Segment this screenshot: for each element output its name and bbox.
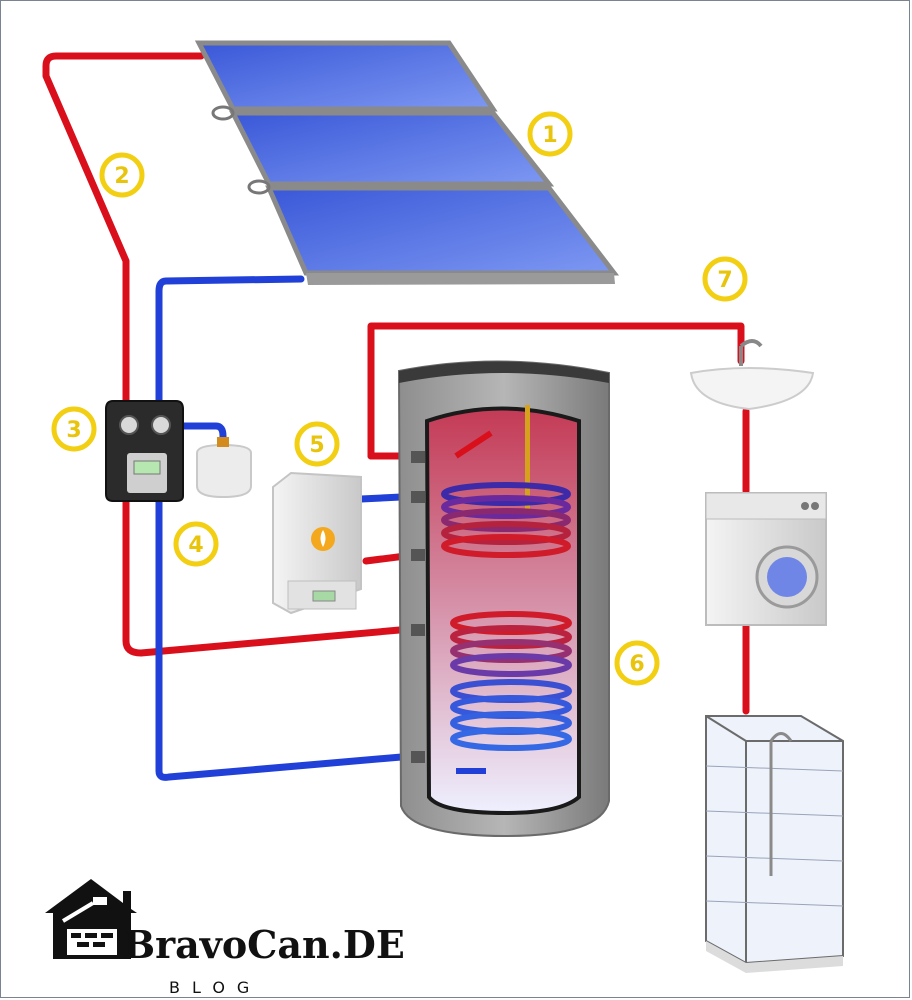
- shower-cabin-icon: [705, 715, 844, 973]
- washing-machine-icon: [705, 492, 827, 626]
- tank-bottom-return-pipe: [155, 492, 417, 781]
- callout-1: 1: [527, 111, 573, 157]
- collector-return-pipe: [155, 275, 305, 405]
- solar-return-hot-pipe: [122, 492, 415, 657]
- gas-boiler-icon: [272, 471, 362, 615]
- cold-pipes: [155, 275, 425, 781]
- house-logo-icon: [45, 879, 137, 959]
- callout-2: 2: [99, 152, 145, 198]
- expansion-vessel-icon: [196, 437, 252, 499]
- callout-5: 5: [294, 421, 340, 467]
- brand-tagline: BLOG: [169, 978, 261, 997]
- callout-4: 4: [173, 521, 219, 567]
- vessel-link-pipe: [177, 422, 227, 450]
- solar-panel-icon: [194, 40, 620, 285]
- sink-icon: [689, 339, 815, 411]
- callout-4-label: 4: [188, 533, 203, 558]
- callout-7-label: 7: [717, 268, 732, 293]
- brand-name: BravoCan.DE: [123, 922, 405, 967]
- storage-tank-icon: [397, 360, 610, 838]
- hot-pipes: [42, 52, 750, 715]
- collector-flow-pipe: [42, 52, 205, 405]
- brand-logo: BravoCan.DE BLOG: [45, 879, 405, 997]
- callout-7: 7: [702, 256, 748, 302]
- callout-3-label: 3: [66, 418, 81, 443]
- callout-1-label: 1: [542, 123, 557, 148]
- callout-6-label: 6: [629, 652, 644, 677]
- callout-2-label: 2: [114, 164, 129, 189]
- callout-3: 3: [51, 406, 97, 452]
- callout-5-label: 5: [309, 433, 324, 458]
- pump-controller-icon: [105, 400, 184, 502]
- callout-6: 6: [614, 640, 660, 686]
